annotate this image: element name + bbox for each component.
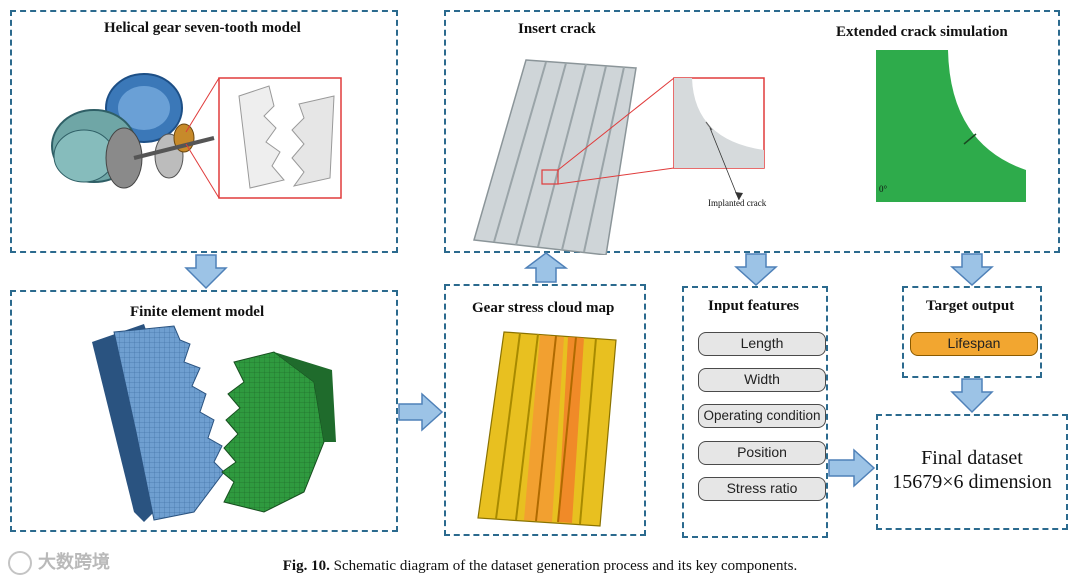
gear-tooth-crack-image [456, 40, 796, 255]
stress-map-panel: Gear stress cloud map [444, 284, 646, 536]
feature-width: Width [698, 368, 826, 392]
target-output-title: Target output [926, 298, 1014, 315]
crack-panel: Insert crack Extended crack simulation I… [444, 10, 1060, 253]
final-dataset-title: Final dataset [878, 446, 1066, 470]
figure-caption: Fig. 10. Schematic diagram of the datase… [0, 558, 1080, 575]
arrow-up-stress-to-crack [524, 252, 568, 284]
arrow-down-helical-to-fem [184, 254, 228, 290]
arrow-right-fem-to-stress [398, 392, 444, 432]
input-features-title: Input features [708, 298, 799, 315]
feature-length: Length [698, 332, 826, 356]
feature-stress-ratio: Stress ratio [698, 477, 826, 501]
angle-label: 0° [879, 184, 887, 194]
arrow-down-crack-to-input [734, 253, 778, 287]
arrow-right-input-to-final [828, 448, 876, 488]
feature-position: Position [698, 441, 826, 465]
feature-operating-condition: Operating condition [698, 404, 826, 428]
gear-stress-cloud-image [460, 326, 630, 531]
finite-element-mesh-image [74, 322, 404, 527]
extended-crack-title: Extended crack simulation [836, 24, 1008, 41]
final-dataset-panel: Final dataset 15679×6 dimension [876, 414, 1068, 530]
figure-caption-text: Schematic diagram of the dataset generat… [330, 558, 797, 574]
arrow-down-target-to-final [950, 378, 994, 414]
stress-map-title: Gear stress cloud map [472, 300, 614, 317]
finite-element-title: Finite element model [130, 304, 264, 321]
implanted-crack-label: Implanted crack [708, 198, 766, 208]
target-output-panel: Target output Lifespan [902, 286, 1042, 378]
helical-gear-assembly-image [14, 46, 394, 246]
arrow-down-crack-to-target [950, 253, 994, 287]
input-features-panel: Input features Length Width Operating co… [682, 286, 828, 538]
insert-crack-title: Insert crack [518, 21, 596, 38]
target-lifespan: Lifespan [910, 332, 1038, 356]
helical-gear-title: Helical gear seven-tooth model [104, 20, 301, 37]
finite-element-panel: Finite element model [10, 290, 398, 532]
extended-crack-image [874, 48, 1034, 208]
final-dataset-dimension: 15679×6 dimension [878, 470, 1066, 494]
figure-caption-label: Fig. 10. [283, 558, 330, 574]
helical-gear-panel: Helical gear seven-tooth model [10, 10, 398, 253]
